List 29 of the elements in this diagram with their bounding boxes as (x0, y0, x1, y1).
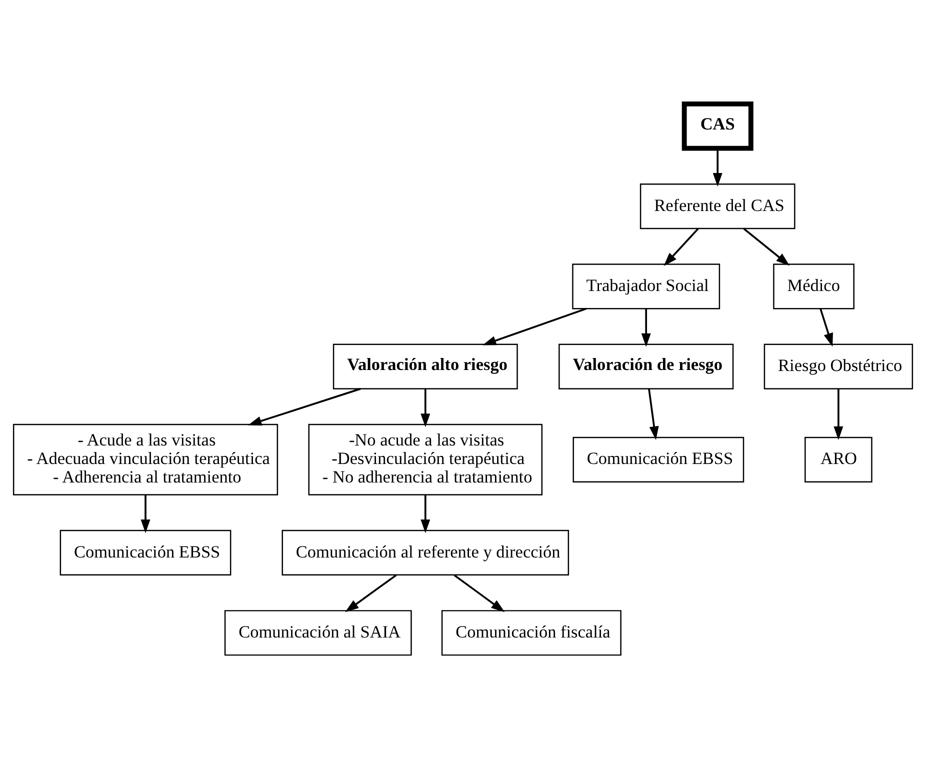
node-box: Comunicación EBSS (60, 529, 232, 576)
arrow (420, 388, 430, 427)
node-box: Valoración de riesgo (558, 343, 734, 389)
arrow (140, 494, 150, 533)
arrow (482, 307, 587, 345)
node-box: Valoración alto riesgo (332, 343, 518, 389)
node-box: Comunicación fiscalía (441, 610, 622, 656)
arrow (648, 388, 659, 440)
node-box: Comunicación al referente y dirección (282, 529, 570, 576)
arrow (664, 228, 699, 266)
arrow (345, 574, 397, 612)
node-box: Riesgo Obstétrico (764, 343, 914, 389)
arrow (712, 148, 722, 186)
node-box: ARO (804, 436, 872, 482)
node-box: Trabajador Social (572, 263, 720, 309)
node-box: Médico (773, 263, 854, 309)
arrow (420, 494, 430, 533)
node-box: Referente del CAS (640, 182, 796, 229)
arrow (743, 228, 790, 266)
node-box: Comunicación al SAIA (224, 610, 412, 656)
node-box: Comunicación EBSS (572, 436, 744, 482)
arrow (641, 308, 651, 346)
arrow (454, 574, 505, 612)
node-box: - Acude a las visitas - Adecuada vinculación terapéutica - Adherencia al tratamiento (12, 423, 278, 495)
node-box: CAS (682, 100, 754, 150)
arrow (248, 387, 361, 426)
arrow (820, 308, 833, 346)
arrow (834, 388, 844, 440)
node-box: -No acude a las visitas -Desvinculación terapéutica - No adherencia al tratamiento (308, 423, 543, 495)
